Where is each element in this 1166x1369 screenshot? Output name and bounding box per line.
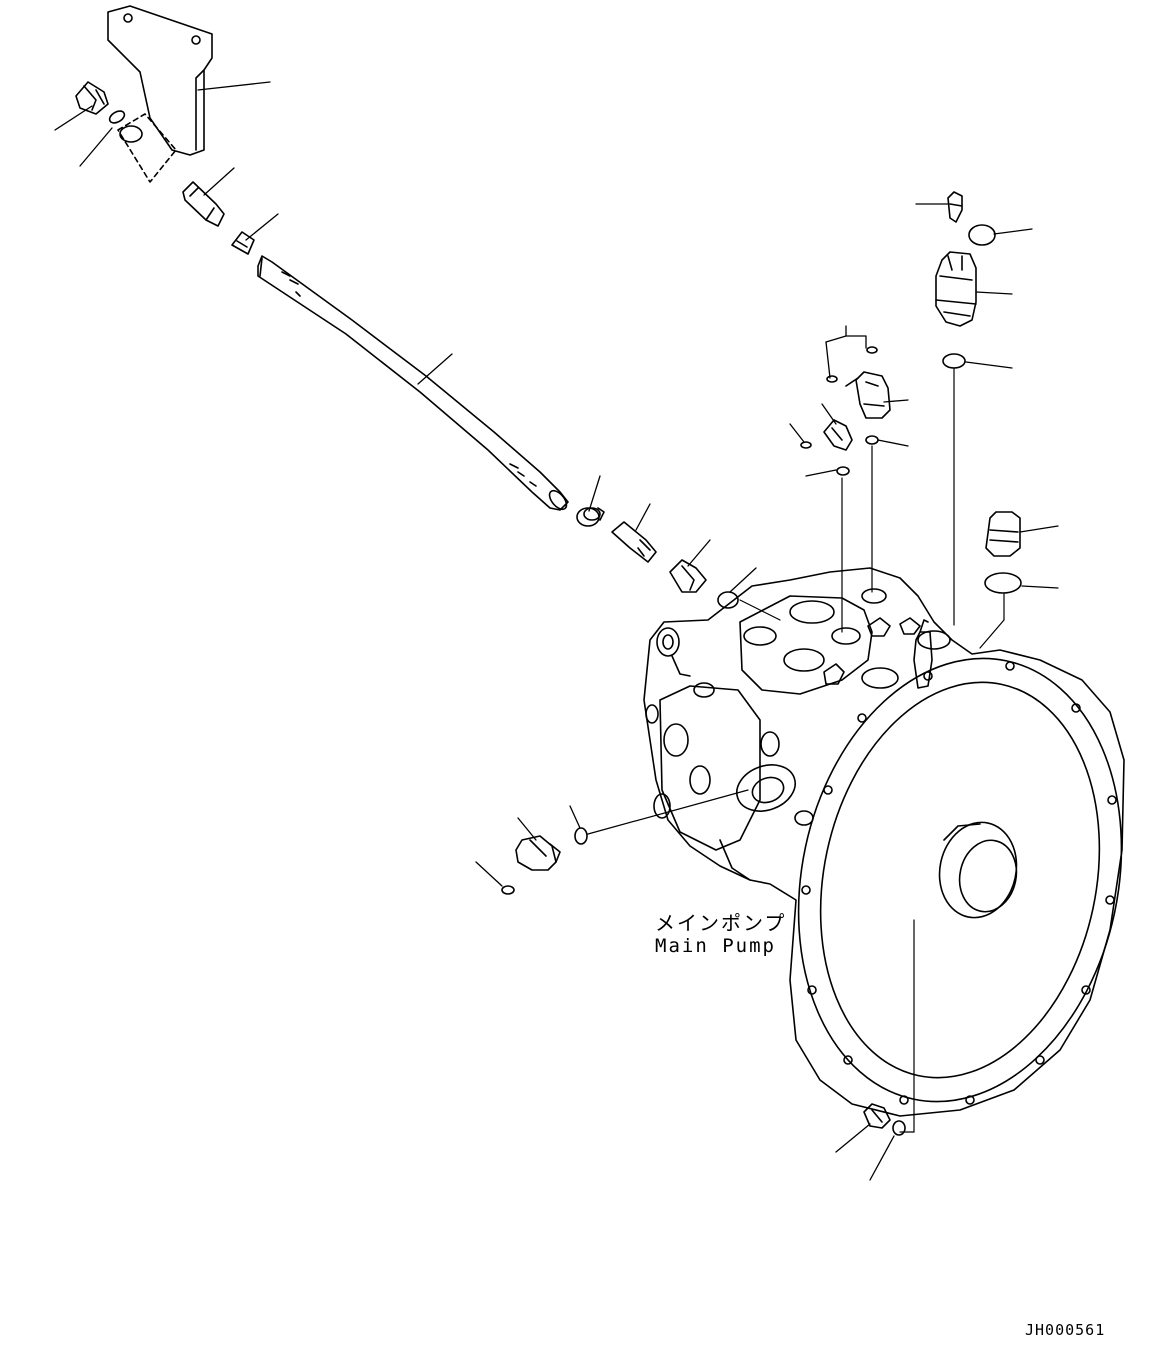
o-ring-sensor-top [969, 225, 995, 245]
drain-plug-top [76, 82, 126, 125]
tee-fitting [846, 372, 890, 418]
o-ring-small-a [827, 376, 837, 382]
o-ring-drain-bottom [893, 1121, 905, 1135]
drawing-number: JH000561 [1025, 1321, 1106, 1339]
o-ring-small-b [801, 442, 811, 448]
hose-connector [232, 232, 254, 254]
pressure-switch-left [516, 836, 560, 870]
main-pump-label-english: Main Pump [655, 935, 776, 957]
elbow-fitting [824, 420, 852, 450]
o-ring-union [718, 592, 738, 608]
o-ring-plug-right [985, 573, 1021, 593]
pressure-sensor [936, 192, 976, 326]
drain-plug-bottom [864, 1104, 890, 1128]
hose-clamp [577, 508, 604, 526]
adapter-fitting [183, 182, 224, 226]
o-ring-switch [575, 828, 587, 844]
leader-lines [55, 82, 1058, 1180]
o-ring-tee-top [867, 347, 877, 353]
nipple-fitting [612, 522, 656, 562]
o-ring-tee-bottom [866, 436, 878, 444]
o-ring-switch-small [502, 886, 514, 894]
main-pump-label-japanese: メインポンプ [655, 911, 787, 935]
plug-right [986, 512, 1020, 556]
o-ring-sensor-bottom [943, 354, 965, 368]
alignment-lines [588, 368, 1004, 1132]
union-nut [670, 560, 706, 592]
mounting-bracket [108, 6, 212, 182]
o-ring-elbow [837, 467, 849, 475]
main-pump-body [644, 568, 1161, 1132]
hose [258, 256, 570, 512]
